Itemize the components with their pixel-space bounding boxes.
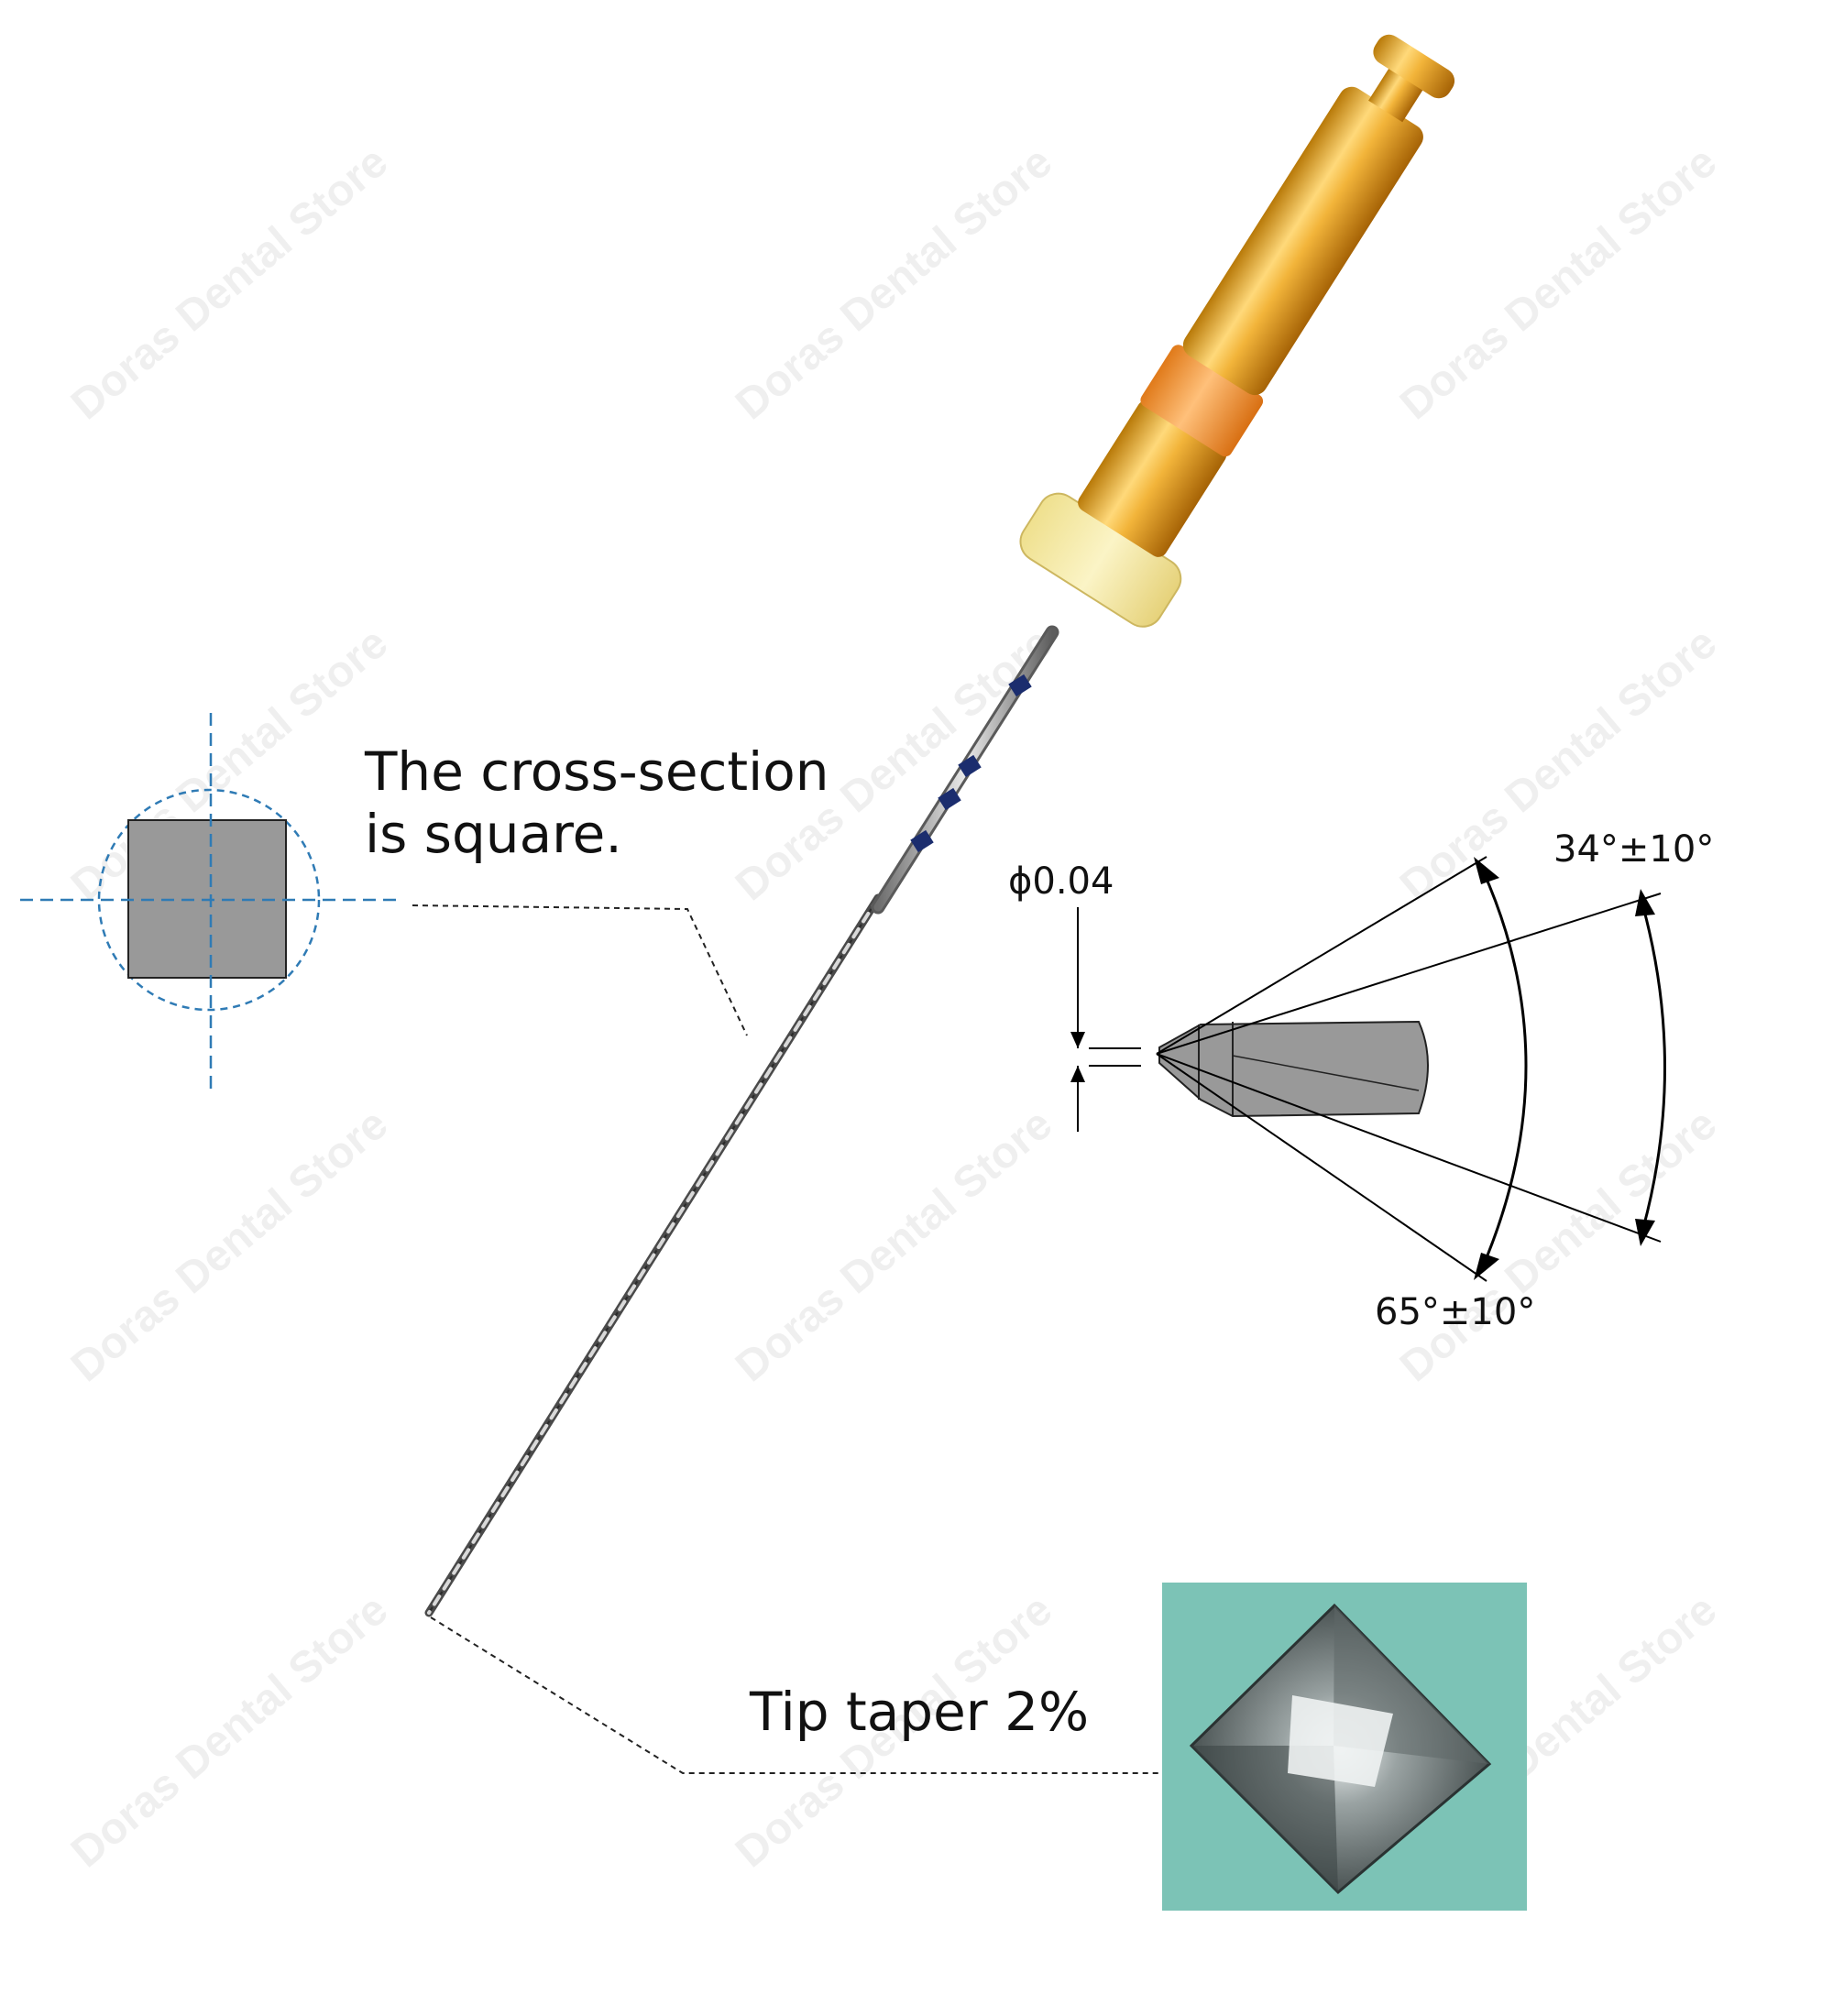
outer-angle-arc [1481,870,1528,1267]
size-color-band [1140,345,1264,457]
tip-angle-diagram: ϕ0.04 34°±10° 65°±10° [1008,828,1714,1333]
watermark-text: Doras Dental Store [62,137,397,429]
depth-mark [938,787,961,811]
tip-leader-line [430,1616,1164,1774]
file-shaft [871,625,1059,915]
watermark-text: Doras Dental Store [1391,1100,1726,1391]
cross-section-label-line1: The cross-section [364,740,829,803]
tip-photo [1162,1583,1527,1911]
outer-angle-label: 65°±10° [1375,1291,1535,1333]
cross-section-circle [97,788,321,1012]
file-handle [1019,34,1455,628]
tip-profile [1158,1020,1429,1118]
depth-mark [910,829,934,853]
depth-mark [1008,674,1032,697]
depth-mark [958,754,982,778]
watermark-text: Doras Dental Store [727,1100,1061,1391]
watermark-text: Doras Dental Store [1391,137,1726,429]
cross-section-label-line2: is square. [365,803,622,865]
inner-angle-arc [1641,906,1666,1229]
file-working-part [424,893,883,1617]
watermark-text: Doras Dental Store [727,137,1061,429]
diameter-label: ϕ0.04 [1008,860,1114,903]
cross-section-schematic [20,713,403,1092]
cross-section-leader-line [412,904,748,1036]
watermark-text: Doras Dental Store [62,1585,397,1877]
tip-taper-label: Tip taper 2% [749,1681,1089,1743]
endodontic-file [424,34,1455,1617]
watermark-text: Doras Dental Store [62,1100,397,1391]
inner-angle-label: 34°±10° [1553,828,1714,871]
